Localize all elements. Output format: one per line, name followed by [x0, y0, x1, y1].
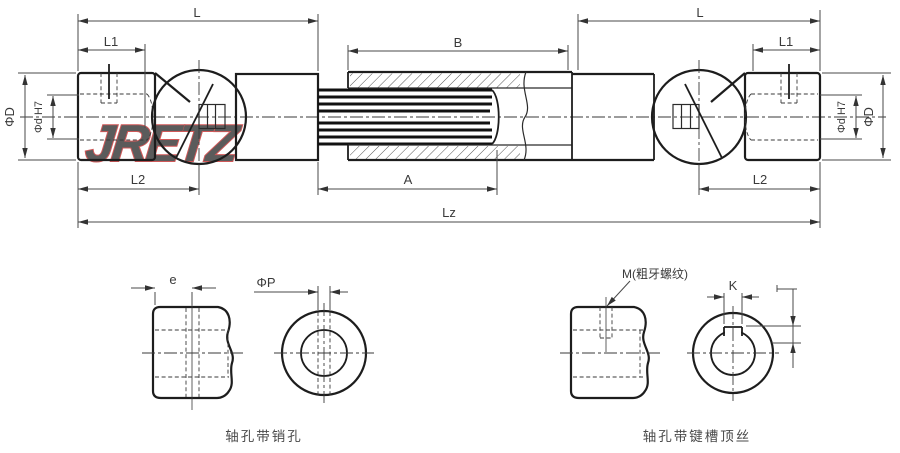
dim-label-phiD-right: ΦD: [861, 107, 876, 127]
dim-label-A: A: [404, 172, 413, 187]
dim-label-L2-left: L2: [131, 172, 145, 187]
dim-phiD-left: ΦD: [2, 72, 76, 161]
dim-L2-left: L2: [77, 162, 200, 228]
main-assembly-drawing: [20, 60, 886, 174]
right-bearing-cup: [672, 103, 700, 130]
spline-shaft: [318, 88, 500, 146]
dim-label-Lz: Lz: [442, 205, 456, 220]
keyway-hub-side-view: [569, 305, 650, 400]
right-hub: [743, 71, 822, 162]
main-dimensions: L L1 B L L1: [2, 5, 891, 228]
dim-L-right: L: [577, 5, 821, 71]
dim-phid-right: Φd H7: [820, 94, 862, 140]
left-tube: [234, 72, 320, 162]
spline-sleeve: [347, 70, 573, 162]
dim-label-B: B: [454, 35, 463, 50]
dim-label-M-thread: M(粗牙螺纹): [622, 267, 688, 281]
keyway-notch: [723, 326, 743, 336]
dim-L2-right: L2: [698, 162, 821, 228]
dim-keyway-depth: [746, 285, 801, 368]
dim-label-phiP: ΦP: [256, 275, 275, 290]
dim-label-e: e: [169, 272, 176, 287]
brand-logo: JRETZ: [83, 115, 244, 173]
left-universal-joint: [150, 60, 248, 174]
dim-label-L-right: L: [696, 5, 703, 20]
dim-B: B: [347, 35, 569, 70]
dim-label-L1-left: L1: [104, 34, 118, 49]
spline-end-cap: [491, 89, 500, 145]
dim-label-phid-right: Φd H7: [836, 101, 848, 133]
dim-label-L1-right: L1: [779, 34, 793, 49]
sleeve-break-line: [521, 71, 529, 161]
left-hub: [76, 71, 157, 162]
dim-Lz-total: Lz: [78, 205, 820, 225]
dim-K: K: [707, 278, 759, 324]
detail-view-keyway: M(粗牙螺纹) K: [560, 267, 801, 444]
sleeve-hatch-top: [350, 73, 520, 88]
pin-hub-side-view: [151, 305, 234, 400]
dim-phid-left: Φd H7: [33, 94, 79, 140]
dim-M-thread: M(粗牙螺纹): [606, 267, 688, 307]
dim-L-left: L: [77, 5, 319, 71]
right-tube: [572, 72, 655, 162]
dim-label-phid-left: Φd H7: [33, 101, 45, 133]
dim-A: A: [317, 150, 498, 195]
dim-label-L-left: L: [193, 5, 200, 20]
dim-e: e: [131, 272, 216, 305]
dim-L1-right: L1: [752, 34, 820, 71]
dim-L1-left: L1: [78, 34, 146, 128]
left-yoke-hub: [76, 64, 214, 162]
caption-pin-hole: 轴孔带销孔: [225, 429, 303, 444]
caption-keyway-setscrew: 轴孔带键槽顶丝: [643, 429, 752, 444]
detail-view-pin-hole: e ΦP 轴孔带销孔: [131, 272, 374, 444]
dim-label-L2-right: L2: [753, 172, 767, 187]
dim-phiP: ΦP: [254, 275, 348, 310]
dim-phiD-right: ΦD: [822, 72, 891, 161]
right-yoke-hub: [684, 64, 822, 162]
dim-label-phiD-left: ΦD: [2, 107, 17, 127]
dim-label-K: K: [729, 278, 738, 293]
sleeve-hatch-bottom: [350, 146, 520, 160]
left-bearing-cup: [198, 103, 226, 130]
